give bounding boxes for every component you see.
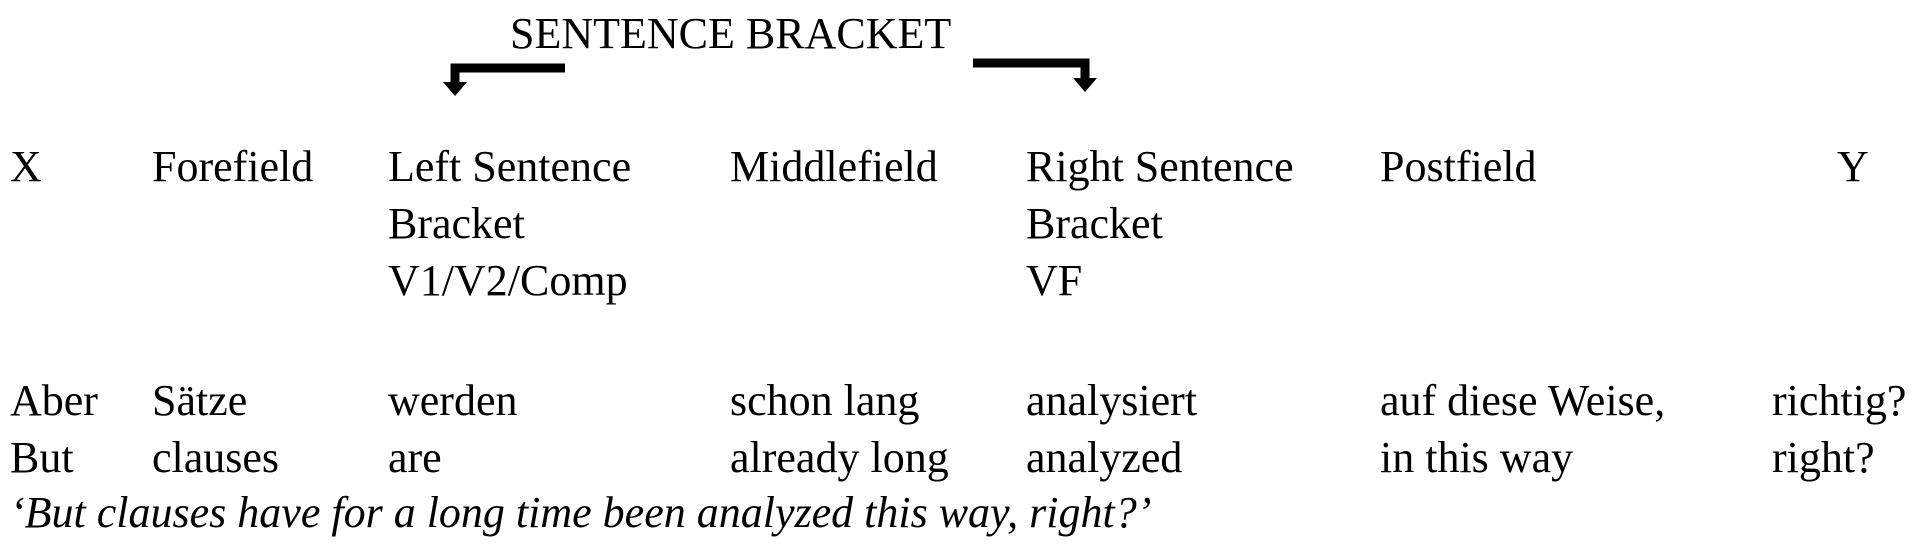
field-postfield: Postfield [1380, 142, 1537, 191]
field-right-bracket-line3: VF [1026, 256, 1083, 305]
english-gloss-forefield: clauses [152, 433, 280, 482]
english-gloss-y: right? [1772, 433, 1875, 482]
english-gloss-right-bracket: analyzed [1026, 433, 1183, 482]
field-left-bracket-line3: V1/V2/Comp [388, 256, 628, 305]
english-gloss-middlefield: already long [730, 433, 949, 482]
english-gloss-postfield: in this way [1380, 433, 1574, 482]
left-bracket-arrow [443, 63, 565, 96]
field-forefield: Forefield [152, 142, 314, 191]
german-word-middlefield: schon lang [730, 376, 920, 425]
field-left-bracket-line2: Bracket [388, 199, 525, 248]
german-word-postfield: auf diese Weise, [1380, 376, 1666, 425]
field-left-bracket-line1: Left Sentence [388, 142, 632, 191]
field-right-bracket-line2: Bracket [1026, 199, 1163, 248]
diagram-title: SENTENCE BRACKET [510, 9, 952, 58]
german-word-y: richtig? [1772, 376, 1907, 425]
english-gloss-left-bracket: are [388, 433, 442, 482]
field-x: X [10, 142, 42, 191]
field-middlefield: Middlefield [730, 142, 938, 191]
field-y: Y [1837, 142, 1869, 191]
german-word-right-bracket: analysiert [1026, 376, 1198, 425]
free-translation: ‘But clauses have for a long time been a… [10, 488, 1152, 537]
german-word-left-bracket: werden [388, 376, 518, 425]
german-word-x: Aber [10, 376, 98, 425]
german-word-forefield: Sätze [152, 376, 248, 425]
english-gloss-x: But [10, 433, 74, 482]
right-bracket-arrow [973, 58, 1097, 92]
field-right-bracket-line1: Right Sentence [1026, 142, 1294, 191]
